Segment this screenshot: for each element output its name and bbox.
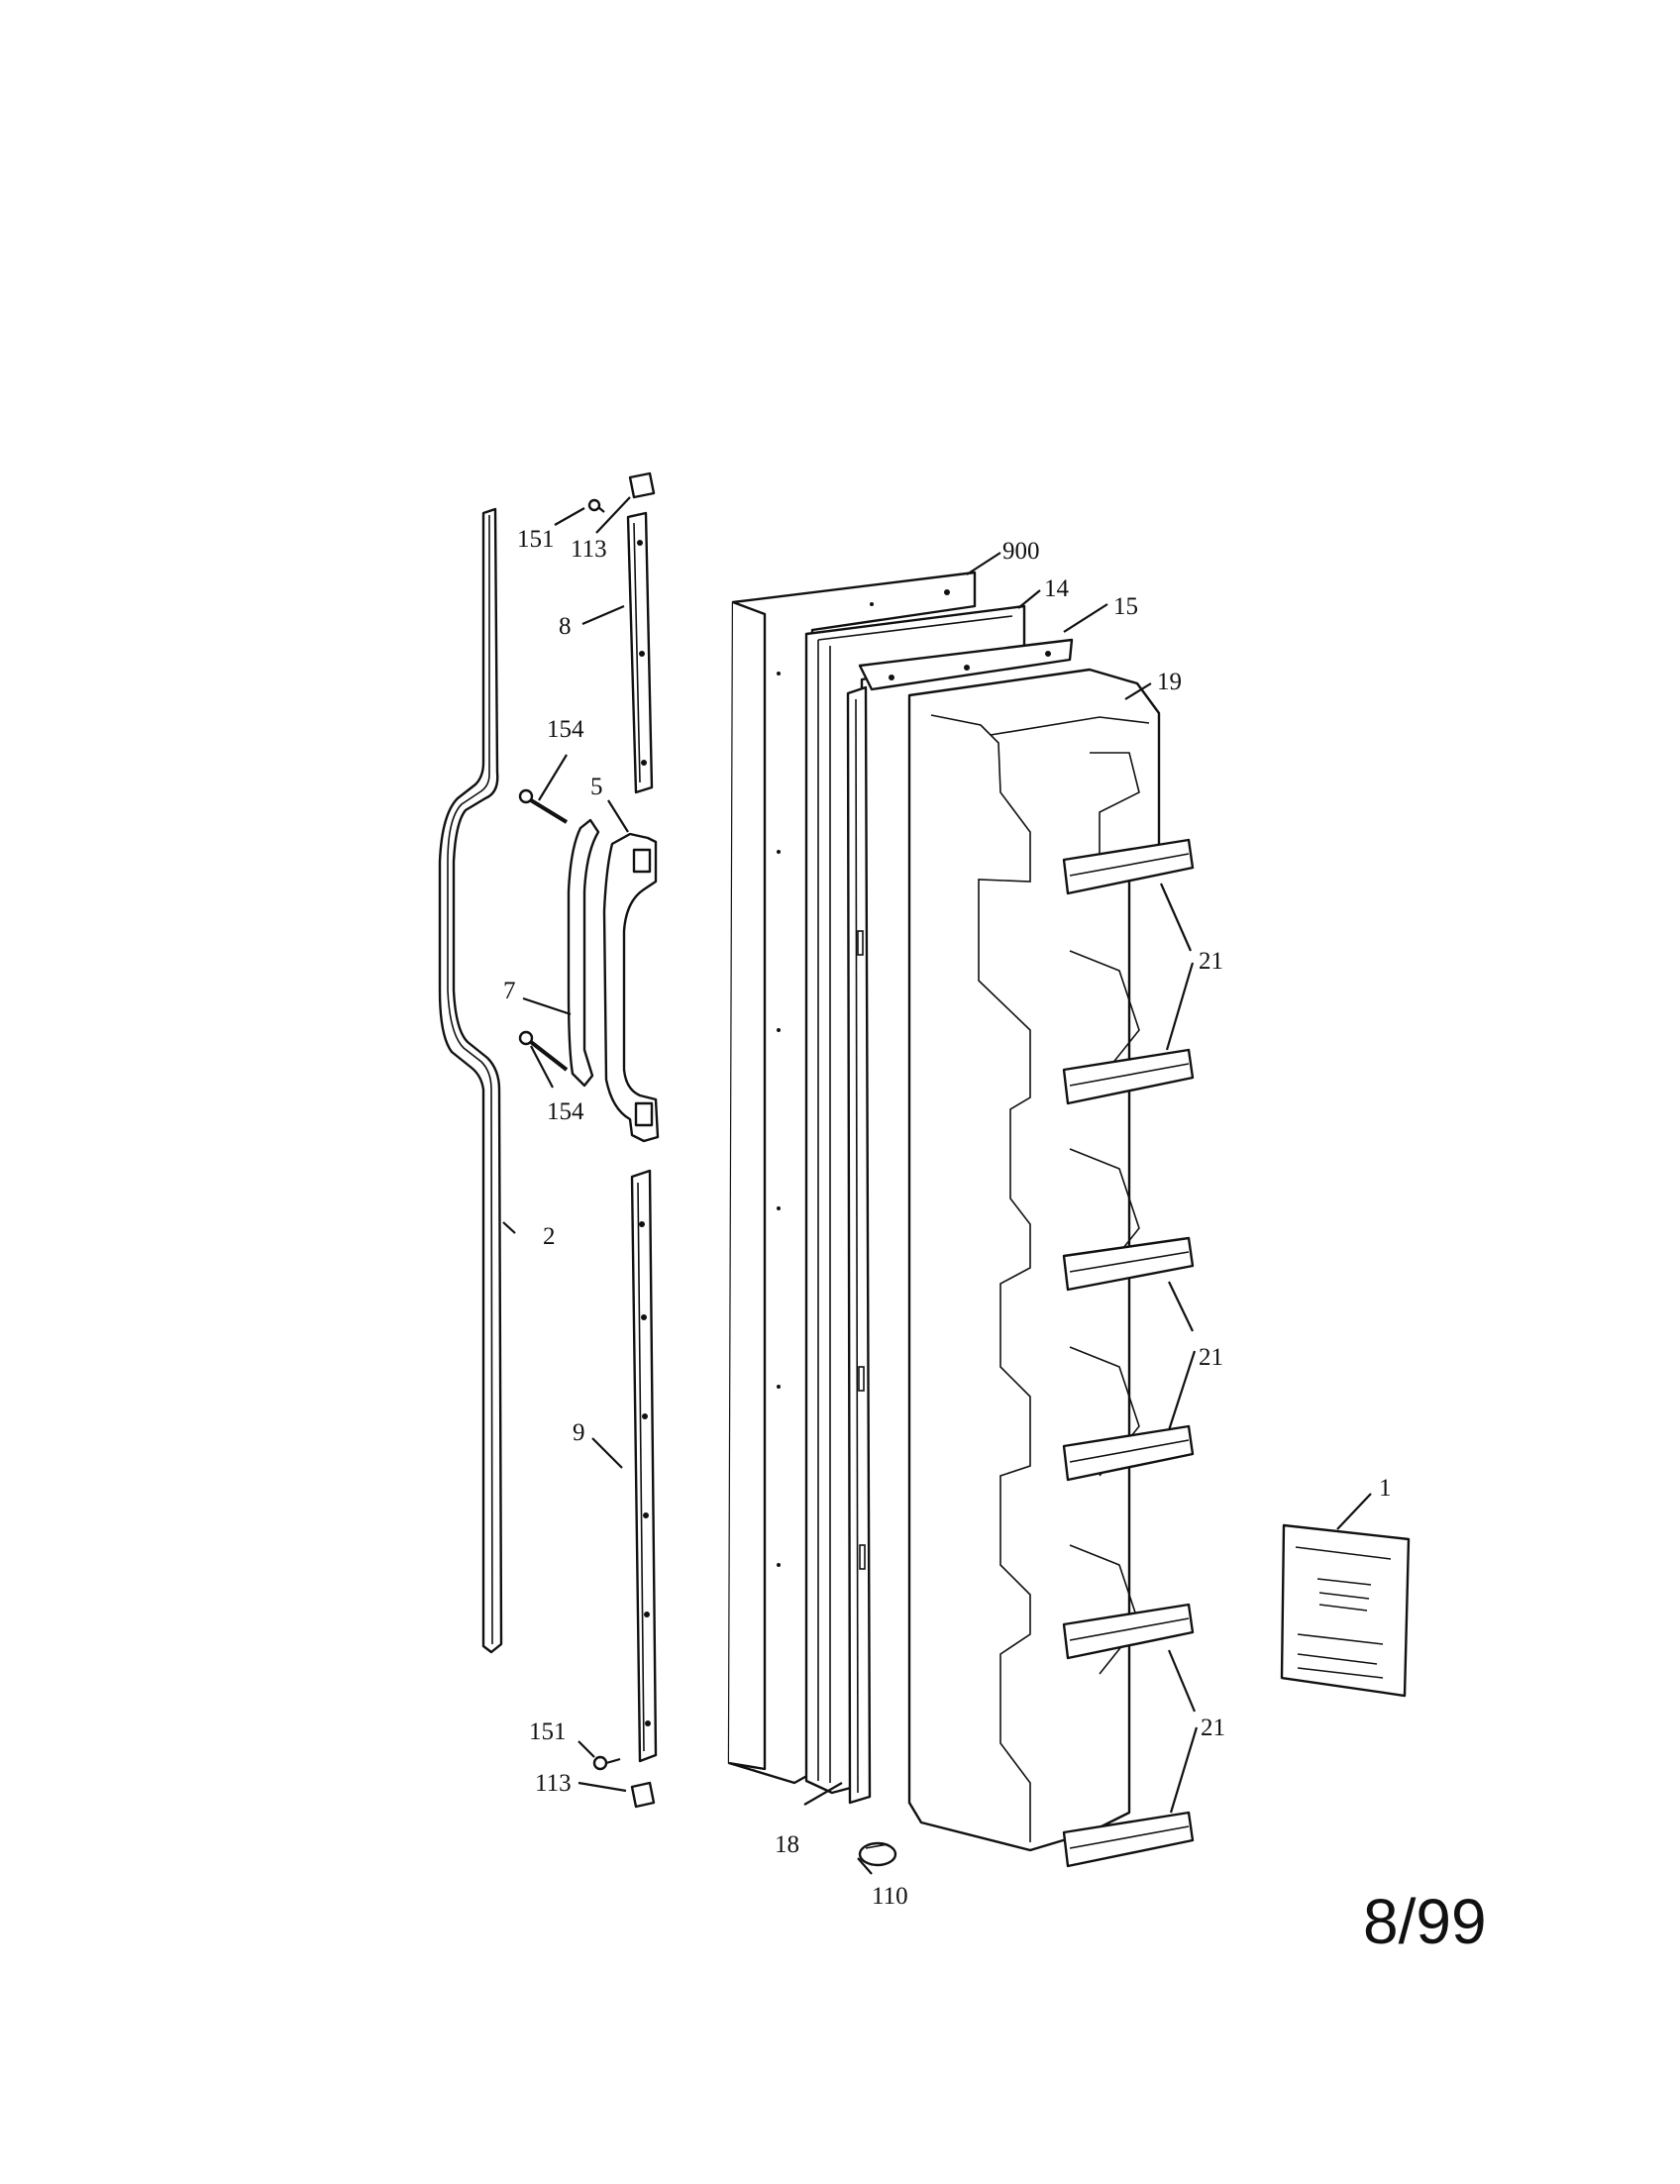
part-5-handle: [602, 832, 660, 1143]
callout-8: 8: [559, 613, 572, 640]
callout-21-upper: 21: [1199, 948, 1223, 975]
part-151-screw-top: [587, 498, 605, 513]
callout-18: 18: [775, 1831, 799, 1858]
callout-21-lower: 21: [1201, 1715, 1225, 1741]
callout-5: 5: [590, 774, 603, 800]
part-18-side-strip: [846, 685, 872, 1805]
callout-14: 14: [1044, 575, 1070, 602]
part-154-screw-upper: [518, 788, 569, 824]
callout-15: 15: [1113, 593, 1138, 620]
part-21-shelf-bar-4: [1062, 1424, 1195, 1482]
part-110-plug: [858, 1841, 897, 1867]
callout-154-upper: 154: [547, 716, 584, 743]
callout-151-bottom: 151: [529, 1718, 567, 1745]
part-21-shelf-bar-3: [1062, 1236, 1195, 1292]
callout-900: 900: [1002, 538, 1040, 565]
callout-21-middle: 21: [1199, 1344, 1223, 1371]
part-154-screw-lower: [518, 1030, 569, 1072]
callout-110: 110: [872, 1883, 908, 1910]
part-8-bracket-strip: [626, 511, 654, 794]
callout-113-bottom: 113: [535, 1770, 572, 1797]
callout-151-top: 151: [517, 526, 555, 553]
part-2-gasket-strip: [438, 507, 503, 1654]
part-1-manual-booklet: [1280, 1523, 1411, 1698]
callout-2: 2: [543, 1223, 556, 1250]
callout-9: 9: [573, 1419, 585, 1446]
callout-154-lower: 154: [547, 1098, 584, 1125]
part-7-handle-insert: [567, 818, 600, 1088]
callout-19: 19: [1157, 669, 1182, 695]
part-21-shelf-bar-1: [1062, 838, 1195, 895]
part-15-top-strip: [858, 638, 1074, 691]
part-21-shelf-bar-5: [1062, 1603, 1195, 1660]
part-9-lower-strip: [630, 1169, 658, 1763]
part-19-door-liner: [907, 668, 1161, 1852]
callout-1: 1: [1379, 1475, 1392, 1502]
revision-date: 8/99: [1363, 1886, 1487, 1957]
leader-lines: [502, 496, 1372, 1875]
part-113-cap-bottom: [630, 1781, 656, 1809]
part-21-shelf-bar-2: [1062, 1048, 1195, 1105]
part-21-shelf-bar-6: [1062, 1811, 1195, 1868]
callout-113-top: 113: [571, 536, 607, 563]
callout-7: 7: [503, 978, 516, 1004]
part-113-cap-top: [628, 471, 656, 499]
part-151-screw-bottom: [592, 1755, 621, 1771]
